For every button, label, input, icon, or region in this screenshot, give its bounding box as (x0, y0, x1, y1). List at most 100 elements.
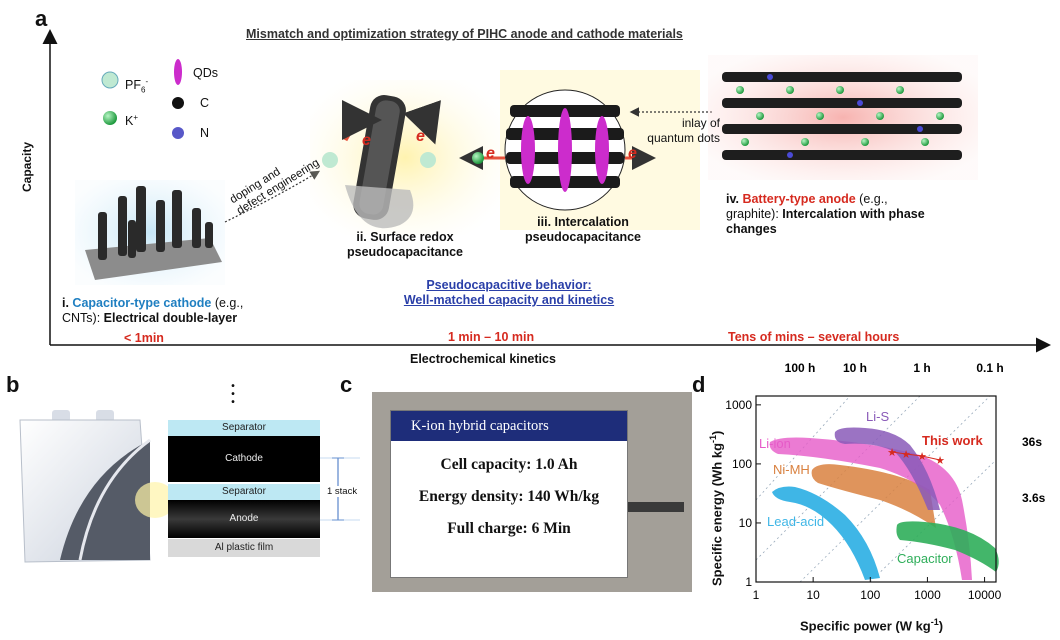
cathode-label: i. Capacitor-type cathode (e.g., CNTs): … (62, 296, 244, 325)
x-tick-label: 10000 (968, 588, 1002, 602)
anode-time: Tens of mins – several hours (728, 330, 900, 344)
cathode-layer (168, 436, 320, 482)
y-tick-label: 10 (739, 516, 753, 530)
energy-density: Energy density: 140 Wh/kg (418, 488, 600, 505)
electron-label-3: e (486, 145, 495, 162)
doping-arrow (224, 170, 321, 223)
x-tick-label: 1 (753, 588, 760, 602)
lead-acid-label: Lead-acid (767, 514, 825, 529)
surface-redox-label: ii. Surface redox pseudocapacitance (346, 230, 463, 259)
redox-arrow-left (341, 100, 382, 142)
time-guide-line (799, 395, 991, 583)
pf6-ion (322, 152, 338, 168)
li-ion-label: Li-ion (759, 436, 791, 451)
panel-d-label: d (692, 372, 706, 397)
nimh-region (811, 464, 936, 528)
mid-time: 1 min – 10 min (448, 330, 535, 344)
inlay-label: inlay of quantum dots (647, 116, 720, 145)
capacitor-region (896, 521, 999, 572)
cnt-tube (345, 95, 414, 229)
x-axis-label-d: Specific power (W kg-1) (800, 617, 944, 634)
pouch-peel-edge (78, 438, 151, 561)
this-work-line (891, 451, 941, 461)
this-work-star: ★ (901, 449, 911, 461)
this-work-star: ★ (887, 447, 897, 459)
k-legend-label: K+ (125, 113, 139, 129)
anode-layer (168, 500, 320, 538)
c-legend-label: C (200, 96, 210, 110)
cell-label-header: K-ion hybrid capacitors (391, 411, 627, 441)
cell-capacity: Cell capacity: 1.0 Ah (440, 456, 578, 473)
nimh-label: Ni-MH (773, 462, 810, 477)
top-tick-label: 0.1 h (976, 361, 1003, 375)
lead-acid-region (772, 486, 880, 580)
graphite-ions (736, 86, 944, 146)
time-guide-line (869, 459, 997, 583)
x-axis-label: Electrochemical kinetics (410, 352, 556, 366)
n-legend-label: N (200, 126, 210, 140)
cathode-layer-label: Cathode (225, 453, 263, 464)
terminal-left (52, 410, 70, 422)
panel-b-label: b (6, 372, 20, 397)
anode-label: iv. Battery-type anode (e.g., graphite):… (726, 192, 925, 236)
panel-a-graphics (42, 29, 1051, 353)
redox-arrow-right (403, 100, 441, 145)
electron-label-1: e (362, 132, 371, 149)
stack-label: 1 stack (326, 486, 359, 497)
y-axis-label: Capacity (20, 141, 34, 192)
qds-legend-icon (174, 59, 182, 85)
pouch-peel (60, 440, 150, 560)
k-ion (472, 152, 484, 164)
separator-top (168, 420, 320, 436)
this-work-star: ★ (917, 451, 927, 463)
plot-frame (755, 395, 997, 583)
separator-mid (168, 484, 320, 500)
anode-layer-label: Anode (229, 513, 259, 524)
graphite-n (767, 74, 923, 158)
y-tick-label: 100 (732, 457, 752, 471)
pf6-legend-icon (101, 71, 119, 89)
panel-a-label: a (35, 6, 48, 31)
this-work-series: ★ ★ ★ ★ (887, 447, 945, 467)
right-tick-label: 36s (1022, 435, 1042, 449)
cathode-time: < 1min (124, 331, 164, 345)
pseudocapacitive-label: Pseudocapacitive behavior: Well-matched … (403, 278, 615, 307)
x-tick-label: 1000 (914, 588, 941, 602)
right-tick-label: 3.6s (1022, 491, 1046, 505)
panel-b-graphics (19, 410, 360, 563)
top-tick-label: 100 h (785, 361, 816, 375)
al-film-label: Al plastic film (214, 542, 274, 553)
li-s-region (834, 427, 940, 510)
y-tick-label: 1 (745, 575, 752, 589)
this-work-star: ★ (935, 455, 945, 467)
li-s-label: Li-S (866, 409, 890, 424)
x-ticks: 1 10 100 1000 10000 (753, 577, 1002, 602)
right-ticks: 36s 3.6s (1022, 435, 1046, 505)
panel-c-label: c (340, 372, 353, 397)
k-legend-icon (103, 111, 117, 125)
intercalation-sphere (504, 89, 626, 211)
full-charge: Full charge: 6 Min (447, 520, 571, 537)
intercalation-label: iii. Intercalation pseudocapacitance (524, 215, 641, 244)
x-tick-label: 10 (806, 588, 820, 602)
cell-tab (626, 502, 684, 512)
terminal-right (96, 410, 114, 422)
zoom-highlight (135, 482, 175, 518)
technology-regions (769, 427, 999, 580)
panel-a-title: Mismatch and optimization strategy of PI… (246, 27, 683, 41)
electron-label-2: e (416, 128, 425, 145)
cell-photo: K-ion hybrid capacitors Cell capacity: 1… (372, 392, 692, 592)
pf6-legend-label: PF6- (125, 77, 149, 95)
electron-label-4: e (628, 145, 637, 162)
pf6-ion-2 (420, 152, 436, 168)
n-legend-icon (172, 127, 184, 139)
qds-legend-label: QDs (193, 66, 218, 80)
top-tick-label: 1 h (913, 361, 930, 375)
c-legend-icon (172, 97, 184, 109)
y-axis-label-d: Specific energy (Wh kg-1) (708, 430, 725, 586)
graphite-layers (722, 72, 962, 160)
x-tick-label: 100 (860, 588, 880, 602)
